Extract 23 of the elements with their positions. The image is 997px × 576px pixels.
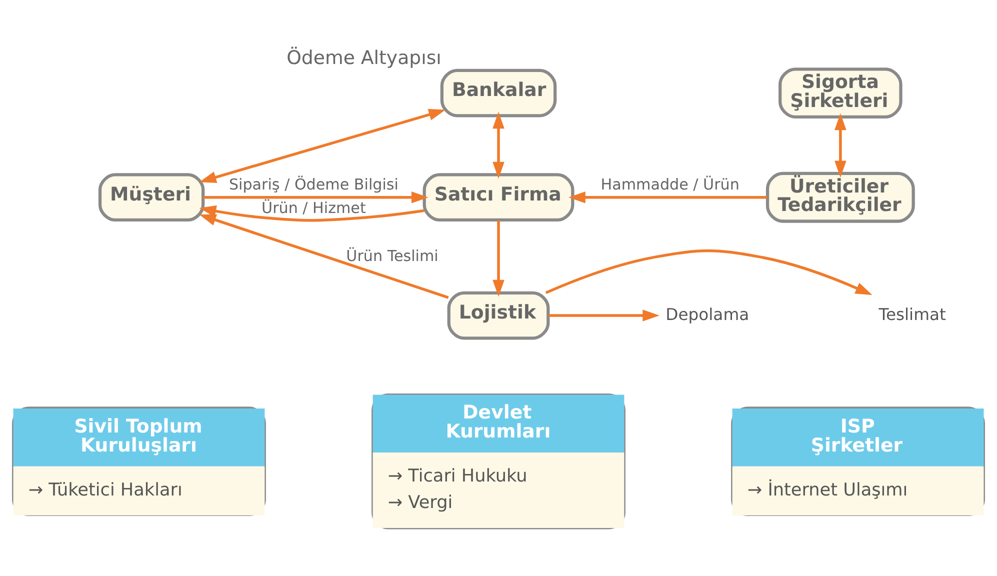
arrow [199, 108, 446, 182]
arrow [548, 309, 660, 321]
arrow [834, 112, 846, 178]
node-box: Satıcı Firma [422, 172, 574, 222]
node-box: Lojistik [447, 290, 550, 340]
node-box: Bankalar [440, 68, 557, 117]
arrow [545, 248, 872, 295]
edge-label: Ürün Teslimi [346, 246, 438, 264]
edge-label: Sipariş / Ödeme Bilgisi [228, 174, 398, 193]
arrow [492, 111, 504, 178]
node-text: Depolama [666, 304, 750, 324]
node-label: Ödeme Altyapısı [286, 48, 442, 69]
arrow [199, 204, 424, 222]
node-box: Üreticiler Tedarikçiler [766, 171, 915, 222]
arrow [568, 190, 767, 203]
node-text: Teslimat [878, 304, 946, 324]
node-box: Sigorta Şirketleri [778, 67, 902, 118]
edge-label: Ürün / Hizmet [262, 198, 366, 217]
arrow [203, 190, 428, 203]
node-box: Müşteri [98, 172, 205, 222]
edge-label: Hammadde / Ürün [600, 174, 740, 193]
arrow [492, 220, 504, 296]
arrow [199, 214, 449, 298]
